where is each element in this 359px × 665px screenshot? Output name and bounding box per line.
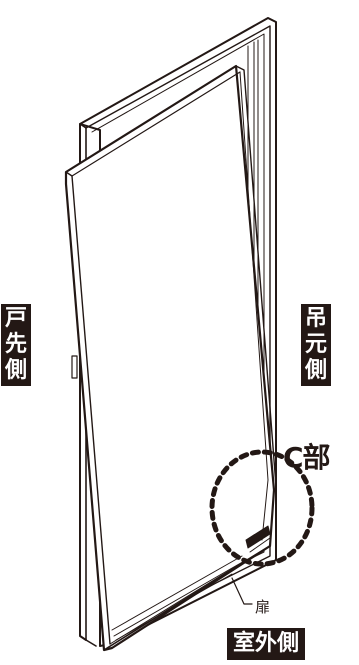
door-label: 扉 bbox=[255, 598, 271, 616]
tosaki-char-3: 側 bbox=[4, 358, 27, 383]
latch-hardware bbox=[71, 355, 78, 379]
tsurimoto-char-3: 側 bbox=[304, 358, 327, 383]
c-part-circle bbox=[209, 449, 315, 567]
tsurimoto-char-1: 吊 bbox=[304, 306, 327, 331]
tsurimoto-char-2: 元 bbox=[304, 332, 327, 357]
door-leader-line bbox=[231, 577, 253, 605]
tsurimoto-side-label: 吊 元 側 bbox=[301, 304, 331, 386]
hinge-hardware bbox=[245, 525, 271, 553]
tosaki-char-1: 戸 bbox=[4, 306, 27, 331]
door-leaf bbox=[64, 64, 277, 652]
tosaki-side-label: 戸 先 側 bbox=[1, 304, 31, 386]
c-part-label: C部 bbox=[283, 441, 331, 474]
swing-lines bbox=[111, 555, 247, 641]
tosaki-char-2: 先 bbox=[4, 332, 27, 357]
outside-label: 室外側 bbox=[227, 628, 306, 660]
